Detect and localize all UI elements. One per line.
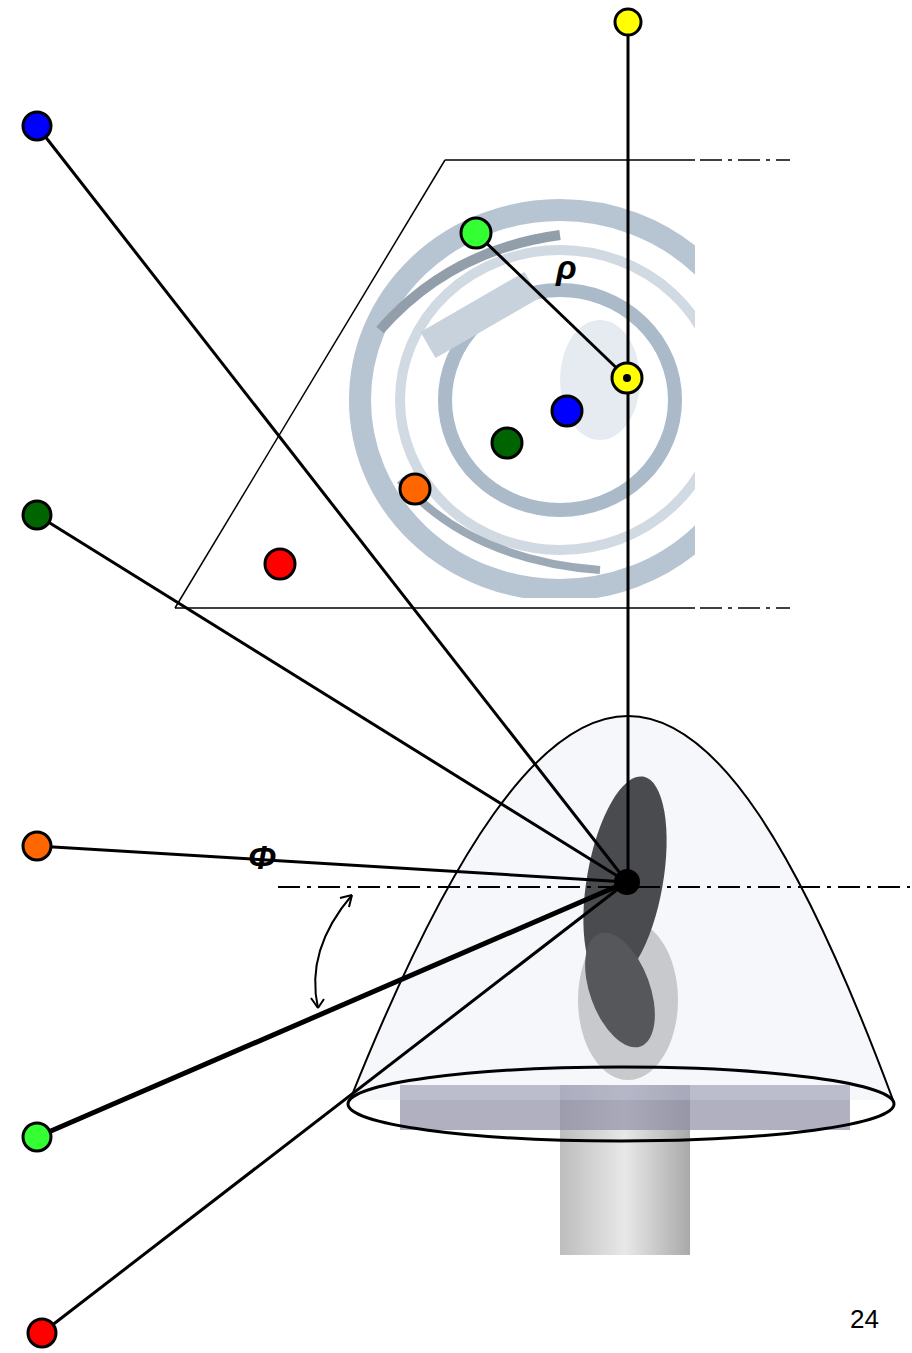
focal-point — [614, 869, 640, 895]
projection-rays — [37, 22, 628, 1333]
image-points — [265, 218, 642, 579]
horizontal-axis — [278, 886, 910, 888]
scene-points — [23, 9, 641, 1347]
image-texture — [360, 210, 695, 590]
image-plane — [175, 160, 790, 608]
parabolic-mirror — [348, 716, 894, 1141]
rho-symbol: ρ — [556, 250, 577, 284]
phi-symbol: Φ — [248, 840, 276, 874]
angle-arc — [311, 895, 352, 1008]
page-number: 24 — [850, 1306, 879, 1332]
